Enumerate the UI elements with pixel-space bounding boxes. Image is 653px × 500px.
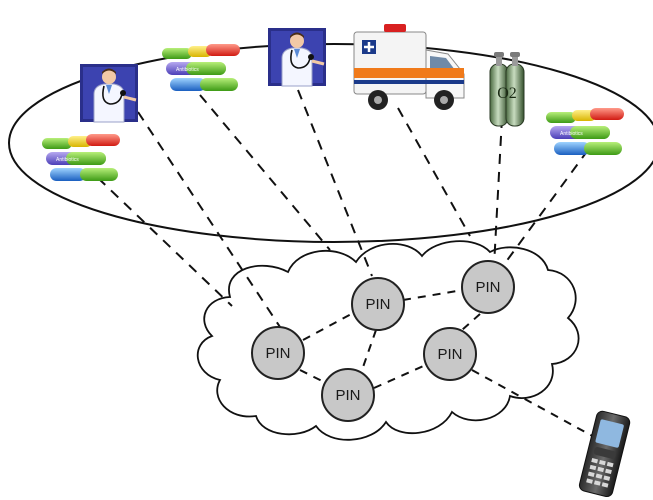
mobile-phone-icon [578, 410, 631, 498]
link-doctor-left [137, 111, 283, 331]
oxygen-label: O2 [497, 85, 517, 102]
pill-brand-text: Antibiotics [176, 67, 199, 73]
ambulance-icon [353, 24, 465, 110]
link-n1-n4 [299, 369, 329, 385]
link-oxygen [493, 117, 503, 267]
link-n3-n5 [461, 313, 481, 331]
pill-brand-text: Antibiotics [56, 157, 79, 163]
pin-node-n4: PIN [321, 368, 375, 422]
link-ambulance [397, 107, 471, 237]
pin-node-n2: PIN [351, 277, 405, 331]
pin-node-label: PIN [475, 279, 500, 296]
doctor-icon [78, 62, 140, 124]
pin-node-label: PIN [335, 387, 360, 404]
pin-node-label: PIN [437, 346, 462, 363]
link-pills-left [97, 177, 233, 307]
link-pills-mid [199, 94, 331, 251]
pin-node-n1: PIN [251, 326, 305, 380]
link-pills-right [499, 149, 589, 271]
pin-node-n5: PIN [423, 327, 477, 381]
pin-node-label: PIN [365, 296, 390, 313]
pin-node-n3: PIN [461, 260, 515, 314]
link-n1-n2 [302, 311, 356, 341]
link-n2-n3 [402, 289, 464, 301]
link-n2-n4 [361, 329, 377, 371]
pill-capsules-icon: Antibiotics [42, 134, 120, 181]
pin-node-label: PIN [265, 345, 290, 362]
pill-capsules-icon: Antibiotics [162, 44, 240, 91]
node-links [299, 289, 597, 439]
device-group-ellipse [8, 43, 653, 243]
pill-brand-text: Antibiotics [560, 131, 583, 137]
link-n4-n5 [373, 363, 429, 389]
device-links [97, 89, 589, 331]
oxygen-tanks-icon: O2 [489, 52, 525, 127]
doctor-icon [266, 26, 328, 88]
pill-capsules-icon: Antibiotics [546, 108, 624, 155]
link-doctor-right [297, 89, 373, 277]
